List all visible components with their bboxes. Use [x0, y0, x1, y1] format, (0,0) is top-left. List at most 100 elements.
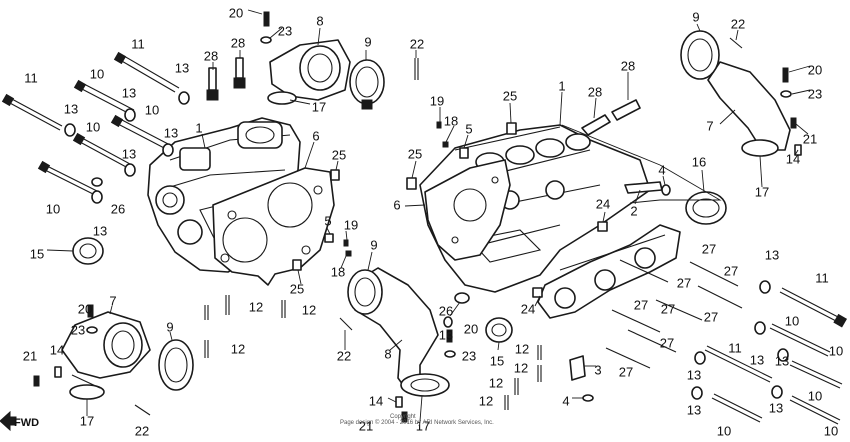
callout-c27a: 27: [702, 241, 716, 256]
callout-c10c: 10: [86, 119, 100, 134]
callout-c12g: 12: [479, 393, 493, 408]
callout-c6b: 6: [393, 197, 400, 212]
head-gasket-right: [424, 159, 511, 261]
callout-c20c: 20: [808, 62, 822, 77]
callout-c3a: 3: [594, 362, 601, 377]
copyright-notice: Copyright Page design © 2004 - 2016 by A…: [340, 414, 494, 426]
callout-c13h: 13: [750, 352, 764, 367]
callout-c23d: 23: [462, 348, 476, 363]
callout-c28d: 28: [621, 58, 635, 73]
intake-pipe-center: [347, 267, 450, 397]
callout-c11d: 11: [728, 340, 742, 355]
callout-c7a: 7: [109, 293, 116, 308]
callout-c4a: 4: [658, 162, 665, 177]
callout-c9a: 9: [364, 34, 371, 49]
callout-c17d: 17: [416, 418, 430, 433]
head-gasket-left: [212, 167, 335, 286]
callout-c4b: 4: [562, 393, 569, 408]
callout-c28b: 28: [231, 35, 245, 50]
callout-c17b: 17: [80, 413, 94, 428]
callout-c8a: 8: [316, 13, 323, 28]
callout-c13f: 13: [93, 223, 107, 238]
callout-c14c: 14: [369, 393, 383, 408]
callout-c10h: 10: [717, 423, 731, 438]
callout-c12c: 12: [231, 341, 245, 356]
callout-c20b: 20: [78, 301, 92, 316]
callout-c24b: 24: [521, 301, 535, 316]
callout-c27e: 27: [634, 297, 648, 312]
callout-c12e: 12: [514, 360, 528, 375]
pipe-clamp-upper-left: [349, 59, 385, 110]
cylinder-head-left: [147, 117, 301, 273]
callout-c14a: 14: [50, 342, 64, 357]
fwd-arrow: [0, 410, 17, 432]
callout-c15a: 15: [30, 246, 44, 261]
callout-c9d: 9: [692, 9, 699, 24]
callout-c28a: 28: [204, 48, 218, 63]
callout-c5a: 5: [324, 213, 331, 228]
callout-c10i: 10: [824, 423, 838, 438]
callout-c25d: 25: [408, 146, 422, 161]
callout-c13j: 13: [687, 367, 701, 382]
callout-c21c: 21: [359, 418, 373, 433]
callout-c2a: 2: [630, 203, 637, 218]
callout-c26a: 26: [111, 201, 125, 216]
seal-16: [685, 191, 727, 225]
callout-c10a: 10: [90, 66, 104, 81]
callout-c20d: 20: [464, 321, 478, 336]
callout-c10b: 10: [145, 102, 159, 117]
callout-c10g: 10: [808, 388, 822, 403]
callout-c18b: 18: [444, 113, 458, 128]
callout-c13g: 13: [765, 247, 779, 262]
callout-c27h: 27: [619, 364, 633, 379]
small-parts: [33, 11, 802, 423]
callout-c11a: 11: [131, 36, 145, 51]
intake-pipe-upper-left: [269, 39, 351, 101]
callout-c12a: 12: [249, 299, 263, 314]
callout-c12b: 12: [302, 302, 316, 317]
callout-c20a: 20: [229, 5, 243, 20]
callout-c19b: 19: [430, 93, 444, 108]
callout-c23b: 23: [71, 322, 85, 337]
callout-c11c: 11: [815, 270, 829, 285]
callout-c5b: 5: [465, 121, 472, 136]
callout-c22b: 22: [337, 348, 351, 363]
callout-c24a: 24: [596, 196, 610, 211]
callout-c13d: 13: [64, 101, 78, 116]
gasket-17-upper: [267, 91, 297, 105]
callout-c6a: 6: [312, 128, 319, 143]
callout-c17a: 17: [312, 99, 326, 114]
callout-c22a: 22: [135, 423, 149, 438]
callout-c23a: 23: [278, 23, 292, 38]
spark-plug-28b: [233, 57, 246, 89]
oil-seal-15-center: [485, 317, 513, 343]
pipe-clamp-lower-left: [158, 339, 194, 391]
copyright-line-1: Copyright: [390, 414, 416, 420]
callout-c13m: 13: [439, 327, 453, 342]
callout-c27c: 27: [677, 275, 691, 290]
callout-c22c: 22: [410, 36, 424, 51]
callout-c28c: 28: [588, 84, 602, 99]
intake-pipe-upper-right: [680, 30, 791, 157]
callout-c22d: 22: [731, 16, 745, 31]
bolts: [1, 37, 848, 425]
callout-c13a: 13: [175, 60, 189, 75]
callout-c12f: 12: [489, 375, 503, 390]
callout-c10f: 10: [829, 343, 843, 358]
leader-lines: [46, 9, 811, 422]
fwd-label: FWD: [14, 417, 39, 429]
callout-c13c: 13: [164, 125, 178, 140]
callout-c18a: 18: [331, 264, 345, 279]
spark-plug-28d: [611, 99, 641, 121]
callout-c23c: 23: [808, 86, 822, 101]
callout-c27f: 27: [661, 301, 675, 316]
callout-c17c: 17: [755, 184, 769, 199]
callout-c7b: 7: [706, 118, 713, 133]
callout-c27b: 27: [724, 263, 738, 278]
camshaft-holder: [537, 224, 681, 319]
callout-c21a: 21: [23, 348, 37, 363]
callout-c27g: 27: [660, 335, 674, 350]
